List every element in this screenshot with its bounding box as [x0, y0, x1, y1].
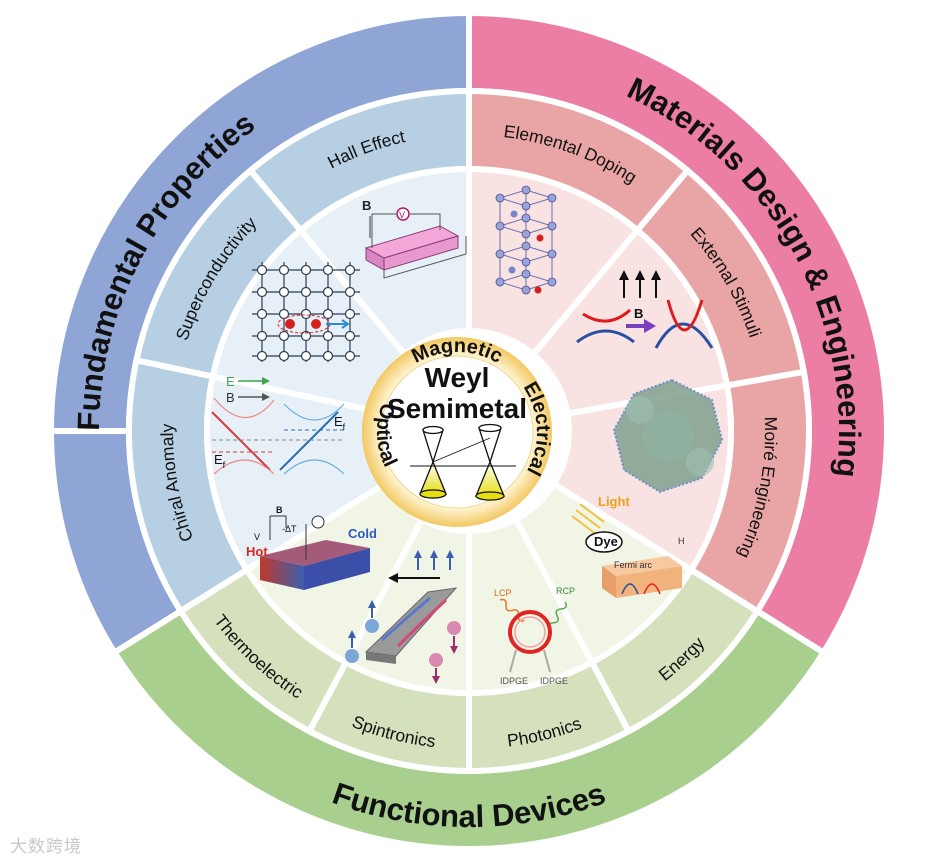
thermo-hot-label: Hot: [246, 544, 268, 559]
thermo-cold-label: Cold: [348, 526, 377, 541]
chiral-b-field-label: B: [226, 390, 235, 405]
photonics-inner: [466, 515, 597, 697]
photonics-illustration: LCP RCP IDPGE IDPGE: [494, 586, 575, 686]
spintronics-illustration: [345, 550, 461, 684]
chiral-anomaly-illustration: E B Ef Ef: [211, 374, 346, 475]
thermoelectric-illustration: B V -ΔT Cold Hot: [246, 505, 377, 590]
energy-dye-label: Dye: [594, 534, 618, 549]
photonics-current-right: IDPGE: [540, 676, 568, 686]
thermo-b-label: B: [276, 505, 283, 515]
energy-illustration: Light Dye Fermi arc H: [571, 494, 685, 598]
stimuli-b-label: B: [634, 306, 643, 321]
center-title-line2: Semimetal: [387, 393, 527, 424]
center-disc: [380, 355, 534, 509]
rcp-label: RCP: [556, 586, 575, 596]
superconductivity-illustration: [252, 262, 360, 362]
weyl-cones-icon: [410, 423, 516, 501]
moire-engineering-illustration: [612, 378, 724, 494]
energy-light-label: Light: [598, 494, 630, 509]
thermo-delta-t-label: -ΔT: [282, 524, 297, 534]
energy-h2-label: H: [678, 536, 685, 546]
elemental-doping-illustration: [495, 185, 557, 295]
photonics-current-left: IDPGE: [500, 676, 528, 686]
hall-effect-illustration: V B: [362, 198, 467, 279]
external-stimuli-inner: [529, 226, 731, 418]
center-title-line1: Weyl: [425, 362, 490, 393]
thermo-v-label: V: [254, 532, 260, 542]
hall-b-field-label: B: [362, 198, 371, 213]
chiral-ef-right-label: Ef: [334, 414, 346, 432]
lcp-label: LCP: [494, 588, 512, 598]
energy-fermi-arc-label: Fermi arc: [614, 560, 652, 570]
chiral-ef-left-label: Ef: [214, 452, 226, 470]
voltmeter-label: V: [399, 210, 405, 220]
external-stimuli-illustration: B: [576, 270, 714, 349]
chiral-e-field-label: E: [226, 374, 235, 389]
watermark: 大数跨境: [10, 837, 82, 857]
